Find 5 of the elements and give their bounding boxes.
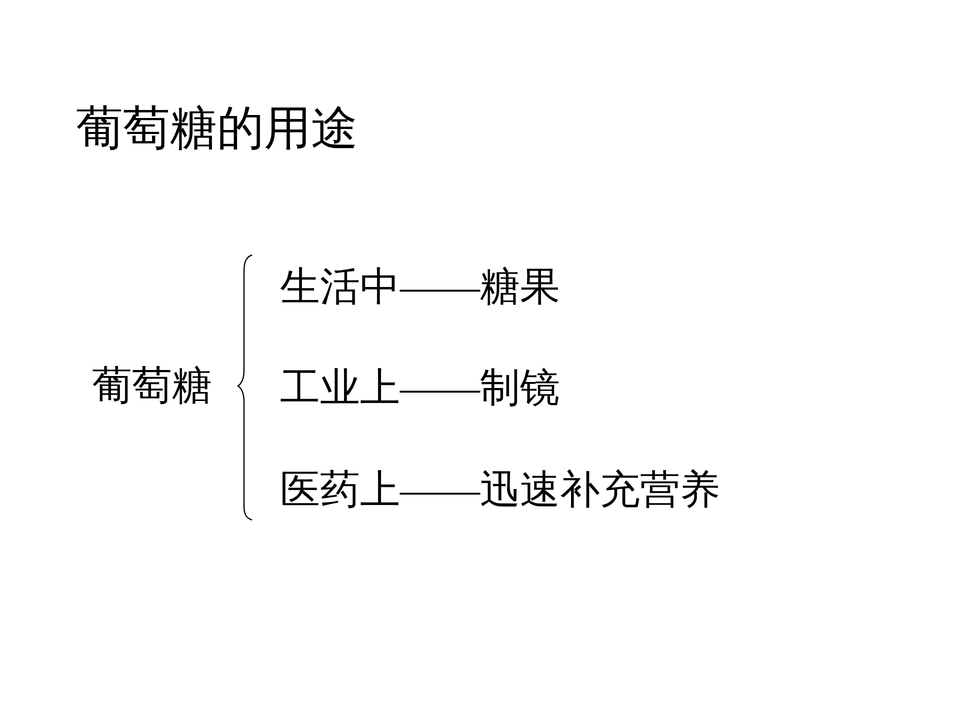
- title: 葡萄糖的用途: [76, 106, 358, 153]
- topic-label: 葡萄糖: [92, 366, 212, 406]
- list-item: 工业上——制镜: [280, 368, 560, 408]
- list-item: 生活中——糖果: [280, 267, 560, 307]
- list-item: 医药上——迅速补充营养: [280, 470, 720, 510]
